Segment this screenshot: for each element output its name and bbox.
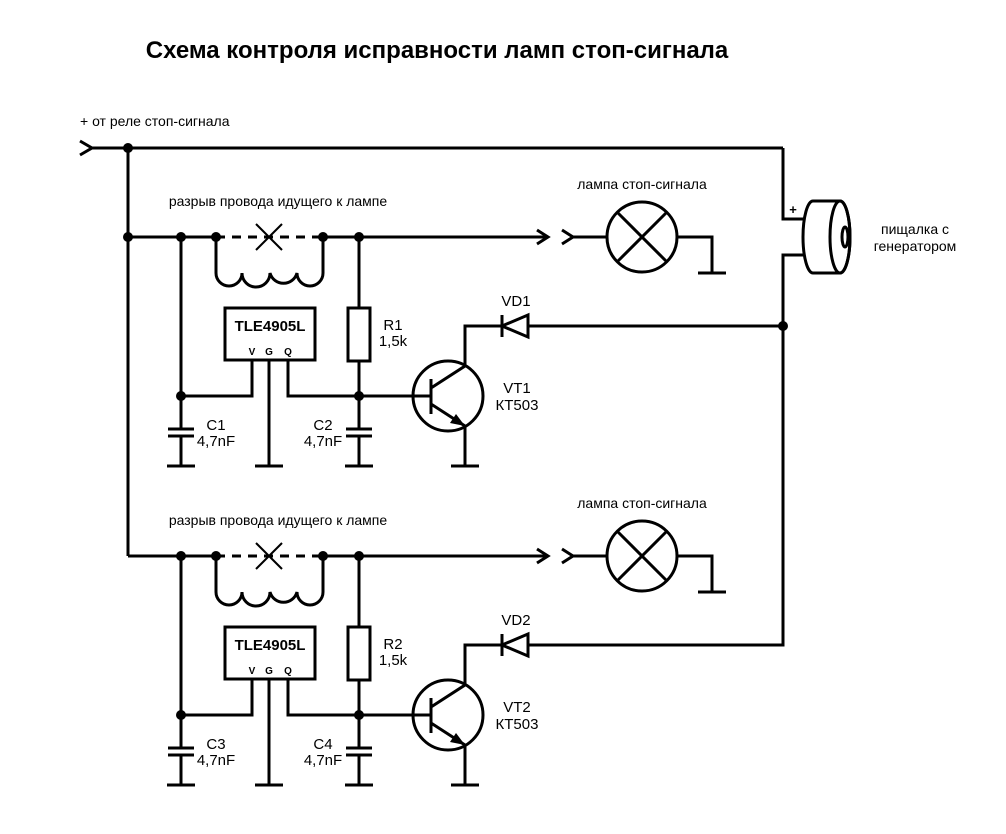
cap-a-ref: C1 — [206, 417, 226, 434]
ic-pin-v: V — [248, 666, 256, 677]
break-label: разрыв провода идущего к лампе — [168, 512, 388, 528]
junction-dot — [123, 232, 133, 242]
cap-b-value: 4,7nF — [303, 433, 343, 450]
lamp-connector-icon — [561, 547, 576, 565]
cap-a-ref: C3 — [206, 736, 226, 753]
ic-pin-v: V — [248, 347, 256, 358]
channel-2-circuit — [167, 519, 726, 787]
ic-name: TLE4905L — [234, 637, 306, 654]
npn-transistor-icon — [411, 643, 502, 787]
power-bus — [79, 139, 803, 647]
buzzer-icon — [801, 199, 852, 275]
npn-transistor-icon — [411, 324, 502, 468]
buzzer-label-line1: пищалка с — [881, 221, 949, 237]
ic-pin-q: Q — [284, 347, 292, 358]
junction-dot — [176, 710, 186, 720]
break-label: разрыв провода идущего к лампе — [168, 193, 388, 209]
resistor-value: 1,5k — [378, 652, 408, 669]
cap-b-ref: C4 — [313, 736, 333, 753]
resistor-icon — [346, 625, 372, 682]
lamp-connector-icon — [561, 228, 576, 246]
transistor-ref: VT1 — [503, 380, 531, 397]
capacitor-icon — [345, 746, 373, 787]
junction-dot — [211, 232, 221, 242]
junction-dot — [211, 551, 221, 561]
buzzer-plus-label: + — [789, 202, 797, 217]
cap-b-ref: C2 — [313, 417, 333, 434]
ic-pin-g: G — [265, 666, 273, 677]
junction-dot — [318, 551, 328, 561]
wire-break-icon — [255, 542, 283, 570]
cap-a-value: 4,7nF — [196, 752, 236, 769]
lamp-label: лампа стоп-сигнала — [577, 176, 707, 192]
lamp-icon — [605, 519, 679, 593]
cap-a-value: 4,7nF — [196, 433, 236, 450]
channel-1-circuit — [167, 200, 783, 468]
junction-dot — [176, 391, 186, 401]
wire-break-icon — [255, 223, 283, 251]
arrow-icon — [536, 228, 551, 246]
transistor-ref: VT2 — [503, 699, 531, 716]
buzzer-label-line2: генератором — [873, 238, 957, 254]
ic-pin-q: Q — [284, 666, 292, 677]
capacitor-icon — [345, 427, 373, 468]
capacitor-icon — [167, 427, 195, 468]
junction-dot — [318, 232, 328, 242]
sensor-coil — [214, 237, 325, 289]
diode-icon — [498, 631, 530, 659]
capacitor-icon — [167, 746, 195, 787]
lamp-label: лампа стоп-сигнала — [577, 495, 707, 511]
resistor-ref: R1 — [383, 317, 403, 334]
transistor-type: КТ503 — [495, 716, 539, 733]
ic-pin-g: G — [265, 347, 273, 358]
diode-ref: VD2 — [501, 612, 531, 629]
input-connector-icon — [79, 139, 95, 157]
diode-icon — [498, 312, 783, 340]
cap-b-value: 4,7nF — [303, 752, 343, 769]
diagram-title: Схема контроля исправности ламп стоп-сиг… — [145, 37, 729, 64]
junction-dot — [123, 143, 133, 153]
input-label: + от реле стоп-сигнала — [80, 113, 230, 129]
resistor-ref: R2 — [383, 636, 403, 653]
ic-name: TLE4905L — [234, 318, 306, 335]
lamp-icon — [605, 200, 679, 274]
transistor-type: КТ503 — [495, 397, 539, 414]
resistor-icon — [346, 306, 372, 363]
diode-ref: VD1 — [501, 293, 531, 310]
resistor-value: 1,5k — [378, 333, 408, 350]
sensor-coil — [214, 556, 325, 608]
arrow-icon — [536, 547, 551, 565]
